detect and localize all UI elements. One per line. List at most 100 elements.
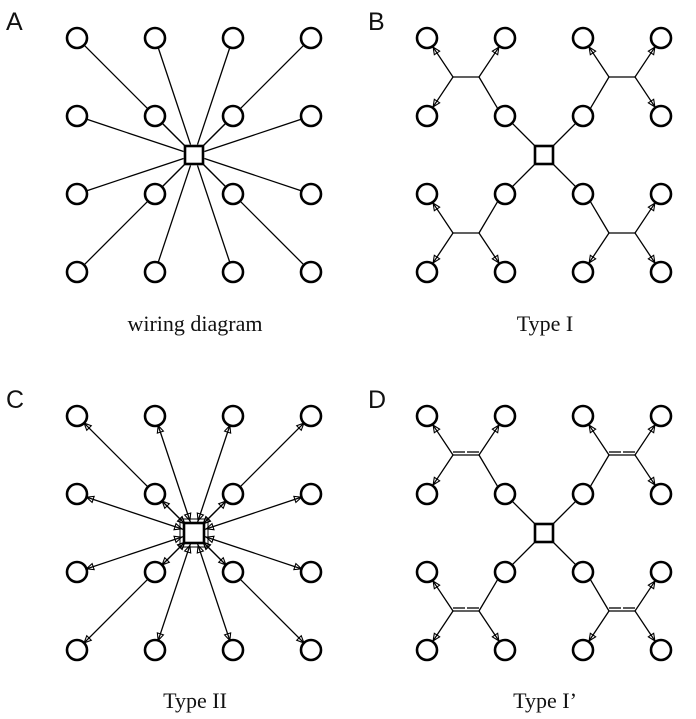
arrowhead-leaf	[432, 632, 441, 642]
node-circle	[65, 404, 89, 428]
arrowhead-leaf	[588, 632, 597, 642]
arrowhead-node	[223, 632, 232, 642]
trunk-wire	[511, 163, 536, 188]
arrowhead-node	[161, 500, 171, 510]
branch-wire	[589, 76, 610, 110]
node-circle	[649, 638, 673, 662]
arrowhead-hub	[196, 512, 205, 522]
branch-wire	[589, 200, 610, 234]
node-circle	[143, 26, 167, 50]
node-circle	[415, 638, 439, 662]
leaf-wire	[588, 232, 610, 265]
arrowhead-leaf	[588, 424, 597, 434]
node-circle	[571, 560, 595, 584]
wire-line	[157, 425, 192, 523]
node-circle	[415, 404, 439, 428]
hub-outer-ring	[179, 518, 209, 548]
node-circle	[493, 560, 517, 584]
arrowhead-leaf	[647, 580, 656, 590]
node-circle	[299, 482, 323, 506]
node-circle	[221, 182, 245, 206]
arrowhead-leaf	[432, 580, 441, 590]
arrowhead-leaf	[647, 424, 656, 434]
arrowhead-leaf	[647, 202, 656, 212]
arrowhead-leaf	[647, 476, 656, 486]
arrowhead-leaf	[432, 98, 441, 108]
node-circle	[649, 260, 673, 284]
node-circle	[571, 482, 595, 506]
arrowhead-node	[293, 495, 303, 504]
panel-letter-a: A	[6, 8, 23, 36]
arrowhead-node	[156, 632, 165, 642]
node-circle	[415, 560, 439, 584]
branch-wire	[589, 578, 610, 612]
arrowhead-node	[217, 500, 227, 510]
arrowhead-leaf	[588, 254, 597, 264]
wire-line	[86, 535, 184, 570]
node-circle	[65, 182, 89, 206]
leaf-wire	[634, 45, 656, 78]
branch-wire	[478, 454, 499, 488]
arrowhead-leaf	[491, 46, 500, 56]
wire-line	[201, 122, 227, 148]
leaf-wire	[432, 76, 454, 109]
branch-wire	[478, 578, 499, 612]
leaf-wire	[432, 423, 454, 456]
node-circle	[143, 260, 167, 284]
arrowhead-node	[295, 422, 305, 432]
wire-line	[83, 162, 187, 266]
trunk-wire	[552, 163, 577, 188]
arrowhead-node	[83, 422, 93, 432]
arrowhead-leaf	[432, 254, 441, 264]
arrowhead-hub	[205, 522, 215, 531]
branch-wire	[478, 200, 499, 234]
node-circle	[143, 638, 167, 662]
hub-square	[533, 144, 555, 166]
caption-b: Type I	[517, 311, 574, 336]
node-circle	[493, 638, 517, 662]
node-circle	[143, 182, 167, 206]
node-circle	[649, 404, 673, 428]
hub-square	[182, 521, 206, 545]
leaf-wire	[478, 232, 500, 265]
leaf-wire	[432, 45, 454, 78]
arrowhead-node	[223, 424, 232, 434]
node-circle	[65, 638, 89, 662]
arrowhead-hub	[183, 544, 192, 554]
wire-line	[196, 47, 231, 145]
node-circle	[65, 104, 89, 128]
wiring-lines-c	[83, 422, 305, 644]
caption-c: Type II	[163, 688, 227, 713]
arrowhead-leaf	[647, 98, 656, 108]
node-circle	[65, 482, 89, 506]
node-circle	[571, 104, 595, 128]
node-circle	[299, 560, 323, 584]
leaf-wire	[588, 610, 610, 643]
wire-line	[83, 540, 187, 644]
node-circle	[493, 260, 517, 284]
node-circle	[221, 260, 245, 284]
trunk-wire	[511, 122, 536, 147]
arrowhead-node	[293, 562, 303, 571]
arrowhead-hub	[173, 535, 183, 544]
leaf-wire	[634, 76, 656, 109]
leaf-wire	[432, 610, 454, 643]
leaf-wire	[432, 454, 454, 487]
wire-line	[86, 118, 184, 153]
node-circle	[221, 404, 245, 428]
arrowhead-leaf	[432, 46, 441, 56]
arrowhead-leaf	[647, 46, 656, 56]
arrowhead-leaf	[588, 46, 597, 56]
leaf-wire	[432, 201, 454, 234]
node-circle	[493, 404, 517, 428]
node-circle	[143, 404, 167, 428]
leaf-wire	[634, 579, 656, 612]
node-grid-d	[415, 404, 673, 662]
node-circle	[299, 404, 323, 428]
leaf-wire	[432, 232, 454, 265]
wire-line	[201, 500, 227, 526]
node-circle	[649, 560, 673, 584]
node-circle	[221, 482, 245, 506]
node-grid-c	[65, 404, 323, 662]
node-circle	[299, 638, 323, 662]
